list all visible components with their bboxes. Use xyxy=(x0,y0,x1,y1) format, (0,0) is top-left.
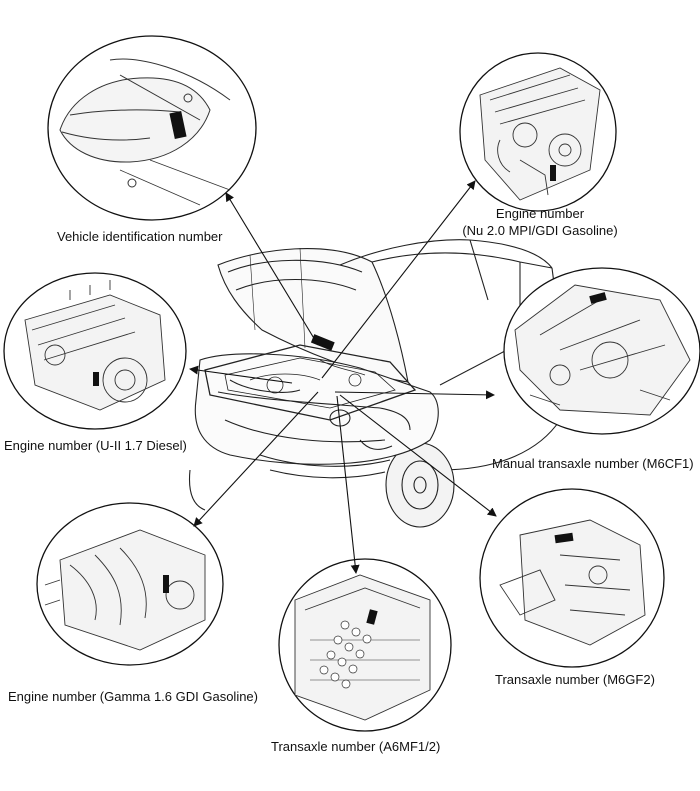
engine-gamma-bubble xyxy=(36,502,224,666)
label-engine-gamma: Engine number (Gamma 1.6 GDI Gasoline) xyxy=(8,689,258,704)
label-manual-m6cf1: Manual transaxle number (M6CF1) xyxy=(492,456,694,471)
arrow-to-m6gf2 xyxy=(339,394,497,517)
arrow-to-m6cf1 xyxy=(334,390,495,400)
label-engine-nu-line2: (Nu 2.0 MPI/GDI Gasoline) xyxy=(462,223,618,238)
engine-nu-bubble xyxy=(459,52,617,212)
label-vin: Vehicle identification number xyxy=(57,229,223,244)
arrow-to-engine-uii xyxy=(189,365,293,384)
arrow-to-engine-nu xyxy=(321,180,476,379)
transaxle-a6mf-bubble xyxy=(278,558,452,732)
arrow-to-engine-gamma xyxy=(193,391,319,527)
label-transaxle-m6gf2: Transaxle number (M6GF2) xyxy=(495,672,655,687)
leader-arrows xyxy=(189,180,497,574)
label-engine-nu: Engine number (Nu 2.0 MPI/GDI Gasoline) xyxy=(450,205,630,239)
label-engine-nu-line1: Engine number xyxy=(495,206,585,221)
arrow-to-a6mf xyxy=(336,395,360,574)
manual-transaxle-bubble xyxy=(503,267,700,435)
valve-body-dots xyxy=(319,620,372,689)
transaxle-m6gf2-bubble xyxy=(479,488,665,668)
car-illustration xyxy=(188,239,561,528)
arrow-to-vin xyxy=(225,192,319,346)
engine-uii-bubble xyxy=(3,272,187,430)
vin-bubble xyxy=(47,35,257,221)
label-engine-uii: Engine number (U-II 1.7 Diesel) xyxy=(4,438,187,453)
label-transaxle-a6mf: Transaxle number (A6MF1/2) xyxy=(271,739,441,754)
